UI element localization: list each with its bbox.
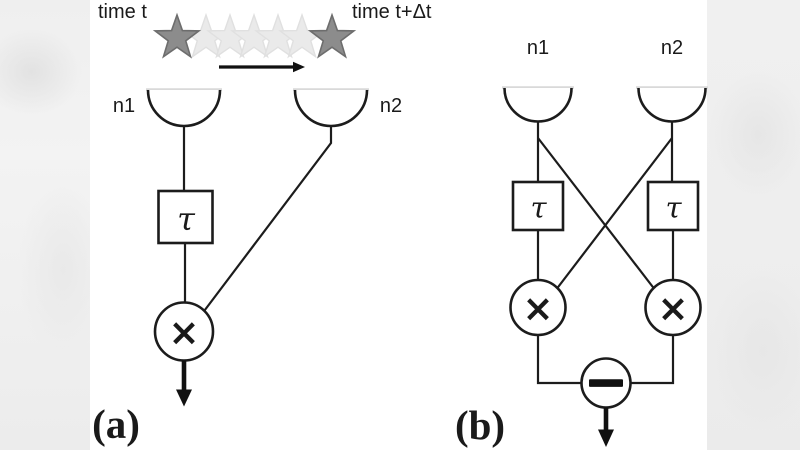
panel-b-antenna-right-label: n2 (661, 37, 683, 59)
delay-tau-symbol: τ (665, 191, 682, 225)
panel-a-antenna-left-label: n1 (113, 95, 135, 117)
signal-wire-diagonal (203, 126, 333, 312)
minus-symbol (589, 379, 623, 387)
timeline: time t time t+Δt (98, 1, 432, 73)
delay-box (511, 180, 565, 232)
background-right-strip (707, 0, 800, 450)
panel-a: n1 n2 τ × (a) (92, 88, 402, 447)
subtractor-circle (580, 357, 632, 409)
antenna-dish-icon (637, 87, 707, 123)
delay-tau-symbol: τ (177, 200, 196, 238)
source-star-start-icon (154, 14, 200, 58)
time-t-label: time t (98, 1, 147, 23)
signal-wire-cross (556, 137, 673, 290)
multiply-symbol: × (522, 287, 553, 330)
signal-wire-cross (537, 137, 655, 290)
output-arrow-head (176, 389, 192, 407)
signal-wire (536, 335, 582, 385)
output-arrow-head (598, 429, 614, 447)
signal-wire (630, 335, 675, 385)
motion-arrow-icon (219, 61, 305, 73)
panel-a-label: (a) (92, 401, 140, 447)
motion-arrow-head (293, 61, 305, 73)
source-star-end-icon (309, 14, 355, 58)
background-left-strip (0, 0, 90, 450)
multiply-symbol: × (168, 311, 199, 354)
multiply-symbol: × (657, 287, 688, 330)
delay-box (646, 180, 700, 232)
panel-a-antenna-right-label: n2 (380, 95, 402, 117)
time-t-plus-dt-label: time t+Δt (352, 1, 432, 23)
antenna-dish-icon (503, 87, 573, 123)
delay-tau-symbol: τ (530, 191, 547, 225)
antenna-dish-icon (146, 89, 222, 128)
panel-b-label: (b) (455, 402, 505, 448)
panel-b-antenna-left-label: n1 (527, 37, 549, 59)
delay-box (157, 189, 214, 245)
panel-b: n1 n2 τ τ × × (455, 37, 708, 448)
antenna-dish-icon (293, 89, 369, 128)
star-track (154, 14, 355, 58)
